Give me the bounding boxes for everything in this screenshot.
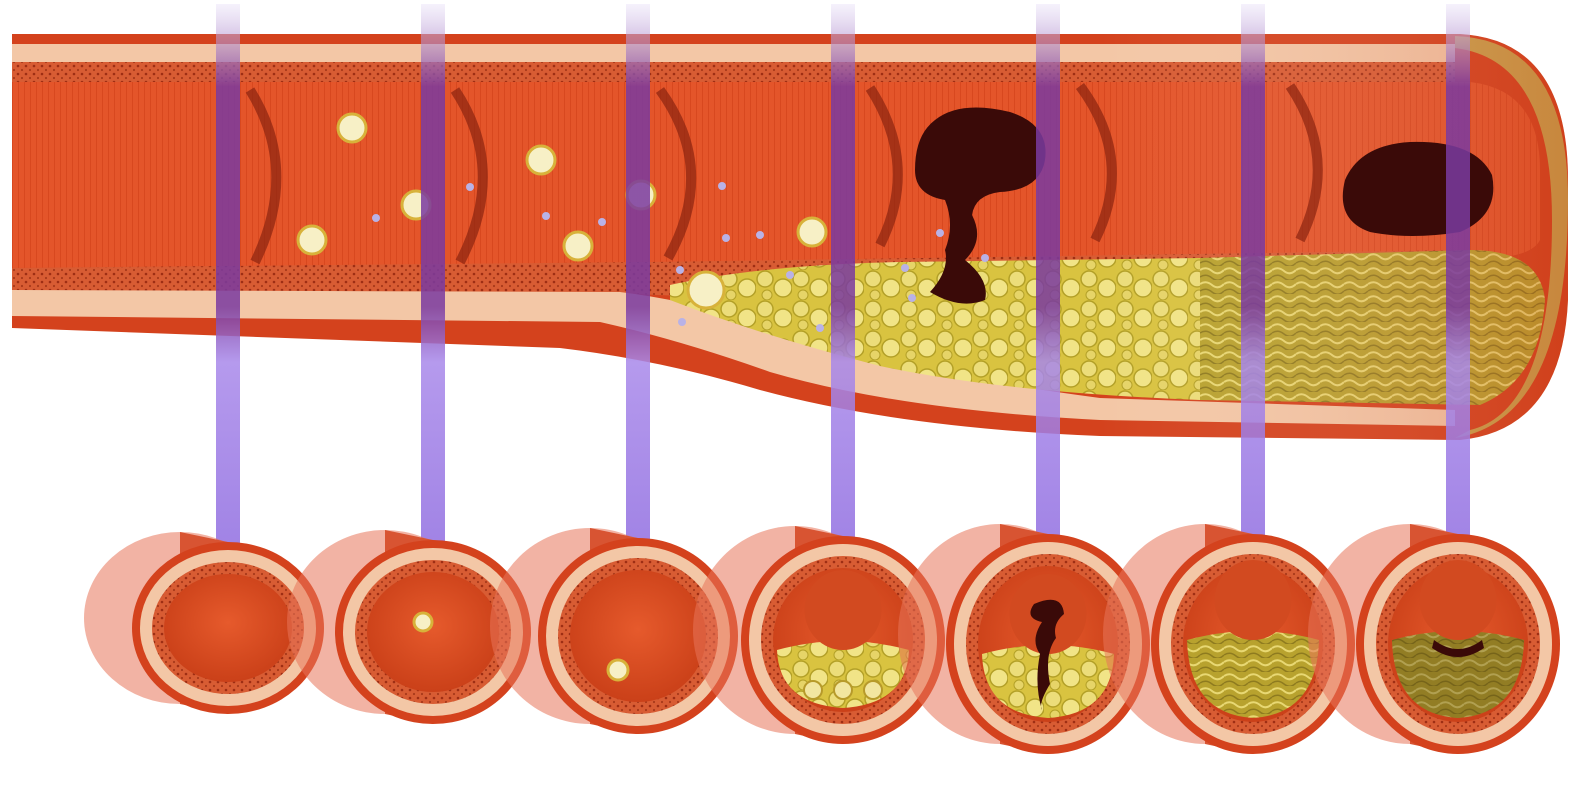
connector-stage-2	[421, 4, 445, 555]
vessel-lumen	[164, 574, 292, 682]
early-lesion	[608, 660, 628, 680]
cross-section-stage-7	[1308, 524, 1560, 754]
vessel-lumen	[570, 570, 706, 702]
adhering-leukocyte	[414, 613, 432, 631]
artery-longitudinal-section	[12, 34, 1568, 440]
foam-cell	[864, 681, 882, 699]
leukocyte	[298, 226, 326, 254]
leukocyte	[688, 272, 724, 308]
leukocyte	[564, 232, 592, 260]
cross-sections	[84, 524, 1560, 754]
leukocyte	[798, 218, 826, 246]
connector-stage-7	[1446, 4, 1470, 555]
vessel-lumen	[367, 572, 499, 692]
connector-stage-3	[626, 4, 650, 555]
connector-stage-6	[1241, 4, 1265, 555]
connector-stage-5	[1036, 4, 1060, 555]
leukocyte	[338, 114, 366, 142]
occluding-thrombus	[1343, 142, 1494, 236]
connector-stage-4	[831, 4, 855, 555]
leukocyte	[527, 146, 555, 174]
connector-stage-1	[216, 4, 240, 555]
foam-cell	[834, 681, 852, 699]
foam-cell	[804, 681, 822, 699]
